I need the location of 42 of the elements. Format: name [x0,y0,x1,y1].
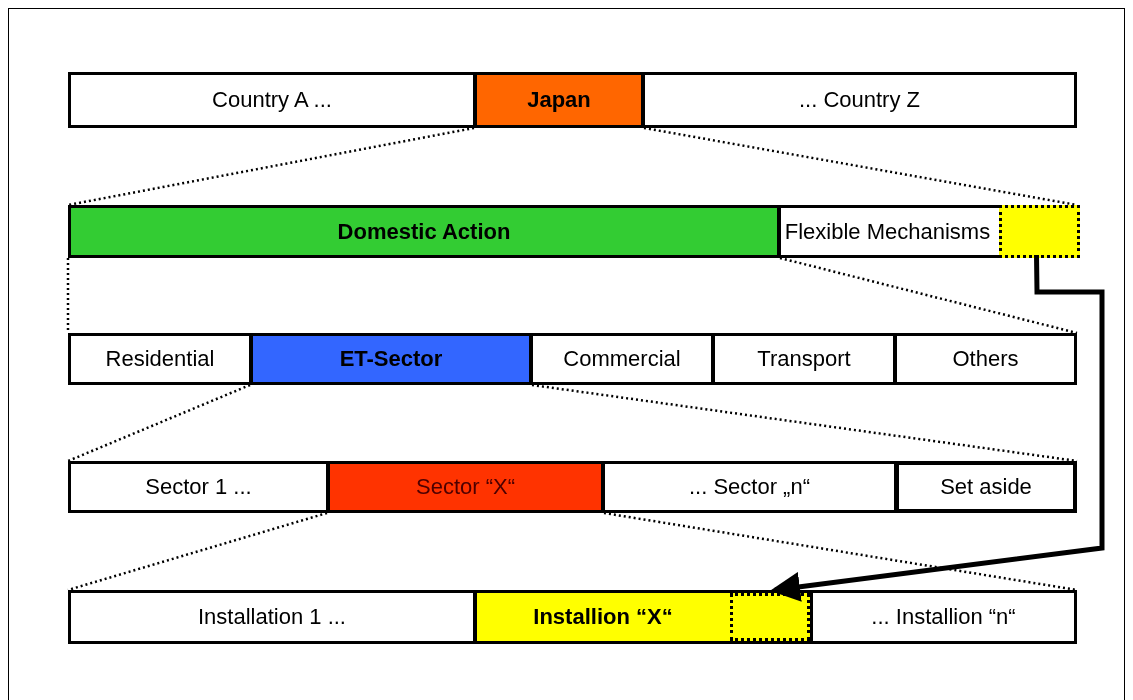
segment-label: Sector 1 ... [145,474,252,500]
bar-segment [68,333,252,385]
zoom-line [67,126,475,207]
segment-label: Transport [757,346,851,372]
bar-segment [327,461,604,513]
segment-label: Others [952,346,1019,372]
bar-segment [68,590,476,644]
segment-label: Domestic Action [337,218,511,245]
segment-label: Country A ... [212,87,332,113]
bar-segment [68,461,329,513]
highlight-box [999,205,1080,258]
bar-segment [894,333,1077,385]
bar-segment [778,205,1077,258]
bar-segment [642,72,1077,128]
zoom-line [66,258,70,333]
segment-label: ET-Sector [339,346,443,372]
segment-label: Flexible Mechanisms [784,218,991,245]
bar-segment [895,461,1077,513]
segment-label: Commercial [563,346,681,372]
zoom-line [779,256,1078,335]
segment-label: Japan [527,87,591,113]
bar-segment [474,72,644,128]
highlight-box [730,593,810,641]
segment-label: Installion “X“ [533,604,673,630]
segment-label: ... Country Z [798,87,920,113]
segment-label: ... Sector „n“ [688,474,810,500]
bar-segment [68,205,780,258]
bar-segment [712,333,896,385]
bar-segment [810,590,1077,644]
segment-label: Set aside [940,474,1032,500]
bar-segment [530,333,714,385]
bar-segment [602,461,897,513]
zoom-line [67,383,251,463]
zoom-line [603,511,1078,592]
bar-segment [250,333,532,385]
arrow [770,254,1105,602]
segment-label: Sector “X“ [416,474,515,500]
bar-segment [68,72,476,128]
segment-label: ... Installion “n“ [871,604,1016,630]
segment-label: Installation 1 ... [198,604,346,630]
bar-segment [474,590,812,644]
segment-label: Residential [105,346,215,372]
